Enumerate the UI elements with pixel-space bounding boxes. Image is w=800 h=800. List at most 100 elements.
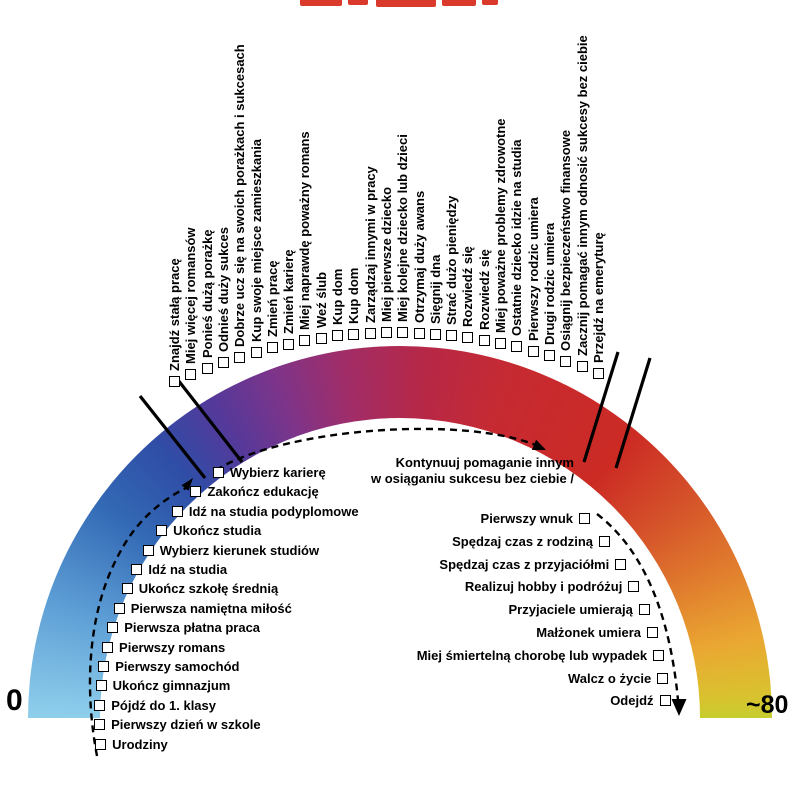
checkbox-icon[interactable] (638, 604, 650, 616)
left-timeline-item-text: Ukończ gimnazjum (112, 678, 231, 694)
arc-top-label: Ponieś dużą porażkę (200, 229, 215, 374)
arc-top-label-text: Zmień karierę (281, 249, 297, 334)
arc-top-label: Zmień karierę (281, 249, 297, 350)
arc-top-label-text: Weź ślub (313, 271, 329, 328)
right-column-header-line2: w osiąganiu sukcesu bez ciebie / (370, 471, 574, 486)
checkbox-icon[interactable] (250, 346, 262, 358)
arc-top-label-text: Pierwszy rodzic umiera (525, 196, 541, 341)
left-timeline-item: Pierwszy romans (102, 639, 226, 655)
checkbox-icon[interactable] (628, 581, 640, 593)
right-timeline-item: Przyjaciele umierają (509, 603, 650, 617)
checkbox-icon[interactable] (599, 535, 611, 547)
checkbox-icon[interactable] (156, 525, 168, 537)
checkbox-icon[interactable] (511, 341, 523, 353)
left-timeline-item-text: Wybierz kierunek studiów (159, 542, 320, 558)
checkbox-icon[interactable] (234, 351, 246, 363)
arc-top-label: Zacznij pomagać innym odnosić sukcesy be… (574, 35, 590, 373)
checkbox-icon[interactable] (543, 350, 555, 362)
left-timeline-item: Pierwszy samochód (98, 660, 239, 674)
checkbox-icon[interactable] (94, 699, 106, 711)
left-timeline-item-text: Pójdź do 1. klasy (111, 697, 216, 713)
left-timeline-item: Idź na studia (131, 563, 227, 577)
right-timeline-item-text: Miej śmiertelną chorobę lub wypadek (416, 647, 648, 663)
arc-top-label: Sięgnij dna (427, 254, 443, 340)
arc-top-label-text: Sięgnij dna (427, 254, 443, 324)
checkbox-icon[interactable] (171, 505, 183, 517)
checkbox-icon[interactable] (107, 622, 119, 634)
right-timeline-item: Spędzaj czas z rodziną (452, 533, 611, 549)
left-timeline-item-text: Idź na studia podyplomowe (188, 503, 359, 519)
checkbox-icon[interactable] (113, 602, 125, 614)
checkbox-icon[interactable] (380, 327, 392, 339)
right-timeline-item: Pierwszy wnuk (481, 512, 591, 526)
checkbox-icon[interactable] (592, 367, 604, 379)
arc-top-label-text: Otrzymaj duży awans (411, 190, 427, 323)
arc-top-label: Zmień pracę (265, 261, 280, 354)
checkbox-icon[interactable] (364, 327, 376, 339)
checkbox-icon[interactable] (299, 335, 311, 347)
checkbox-icon[interactable] (266, 342, 278, 354)
checkbox-icon[interactable] (131, 564, 143, 575)
arc-top-label-text: Zarządzaj innymi w pracy (362, 165, 378, 323)
checkbox-icon[interactable] (413, 327, 425, 339)
arc-top-label: Pierwszy rodzic umiera (525, 196, 541, 357)
arc-top-label-text: Przejdź na emeryturę (590, 231, 606, 363)
arc-top-label: Ostatnie dziecko idzie na studia (509, 140, 524, 353)
checkbox-icon[interactable] (495, 337, 506, 349)
checkbox-icon[interactable] (657, 672, 669, 684)
left-timeline-item: Urodziny (95, 736, 168, 752)
checkbox-icon[interactable] (95, 680, 107, 692)
arc-top-label-text: Kup dom (330, 269, 345, 326)
checkbox-icon[interactable] (283, 338, 295, 350)
left-timeline-item-text: Ukończ szkołę średnią (138, 581, 279, 597)
checkbox-icon[interactable] (579, 513, 591, 524)
checkbox-icon[interactable] (201, 362, 213, 374)
checkbox-icon[interactable] (315, 332, 327, 344)
checkbox-icon[interactable] (169, 376, 180, 388)
left-timeline-item-text: Pierwszy romans (119, 639, 226, 655)
left-timeline-item: Ukończ studia (156, 524, 261, 538)
checkbox-icon[interactable] (98, 661, 110, 672)
left-timeline-item: Idź na studia podyplomowe (171, 503, 359, 519)
arc-top-label-text: Rozwiedź się (460, 246, 476, 328)
checkbox-icon[interactable] (102, 641, 114, 653)
arc-top-label: Kup dom (330, 269, 345, 342)
left-timeline-item: Pójdź do 1. klasy (94, 697, 216, 713)
checkbox-icon[interactable] (95, 738, 107, 750)
right-column-header-line1: Kontynuuj pomaganie innym (395, 455, 574, 470)
checkbox-icon[interactable] (142, 544, 154, 556)
checkbox-icon[interactable] (190, 486, 202, 498)
checkbox-icon[interactable] (647, 627, 659, 638)
checkbox-icon[interactable] (121, 583, 133, 595)
checkbox-icon[interactable] (527, 345, 539, 357)
right-column-header: Kontynuuj pomaganie innym w osiąganiu su… (371, 455, 574, 487)
checkbox-icon[interactable] (615, 558, 627, 570)
arc-top-label-text: Zacznij pomagać innym odnosić sukcesy be… (574, 35, 590, 357)
left-timeline-item: Pierwszy dzień w szkole (94, 718, 261, 732)
checkbox-icon[interactable] (478, 334, 490, 346)
checkbox-icon[interactable] (653, 649, 665, 661)
checkbox-icon[interactable] (446, 330, 458, 342)
checkbox-icon[interactable] (462, 332, 474, 344)
arc-top-label-text: Miej więcej romansów (183, 227, 199, 365)
checkbox-icon[interactable] (185, 369, 197, 381)
left-timeline-item-text: Zakończ edukację (207, 484, 319, 500)
left-timeline-item-text: Urodziny (112, 736, 168, 752)
checkbox-icon[interactable] (429, 328, 441, 340)
checkbox-icon[interactable] (659, 695, 671, 707)
right-timeline-item-text: Realizuj hobby i podróżuj (464, 579, 623, 595)
checkbox-icon[interactable] (212, 467, 224, 478)
checkbox-icon[interactable] (348, 328, 360, 340)
arc-top-label-text: Znajdź stałą pracę (167, 258, 182, 372)
left-timeline-item: Ukończ gimnazjum (95, 678, 231, 694)
checkbox-icon[interactable] (576, 361, 588, 373)
checkbox-icon[interactable] (217, 356, 229, 368)
cropped-title-fragment (482, 0, 498, 5)
right-timeline-item-text: Spędzaj czas z rodziną (452, 533, 594, 549)
checkbox-icon[interactable] (332, 330, 343, 342)
checkbox-icon[interactable] (560, 355, 572, 367)
checkbox-icon[interactable] (397, 327, 409, 339)
arc-top-label: Kup dom (346, 267, 361, 340)
left-timeline-item-text: Ukończ studia (173, 523, 262, 539)
checkbox-icon[interactable] (94, 719, 106, 731)
